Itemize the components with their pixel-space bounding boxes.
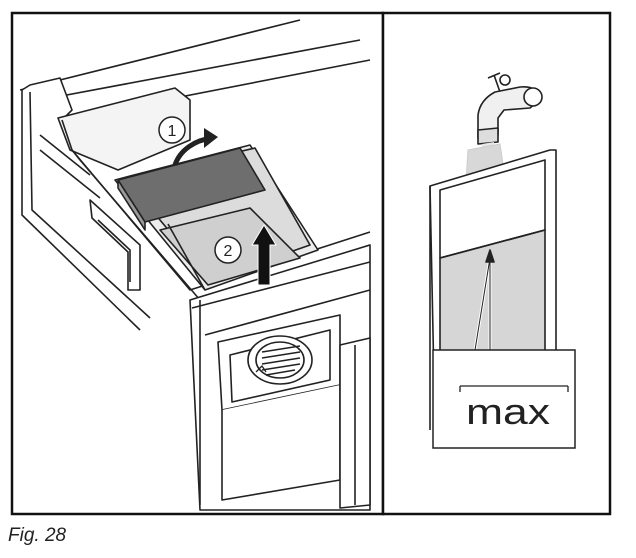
max-callout: max: [432, 349, 576, 449]
figure-caption: Fig. 28: [8, 525, 67, 546]
step-1-label: 1: [168, 123, 177, 140]
step-1-marker: 1: [158, 116, 186, 144]
step-2-marker: 2: [214, 236, 242, 264]
lift-arrow-icon: [251, 224, 277, 286]
tap-illustration: [477, 72, 543, 152]
step-2-label: 2: [224, 243, 233, 260]
max-label: max: [466, 391, 550, 432]
